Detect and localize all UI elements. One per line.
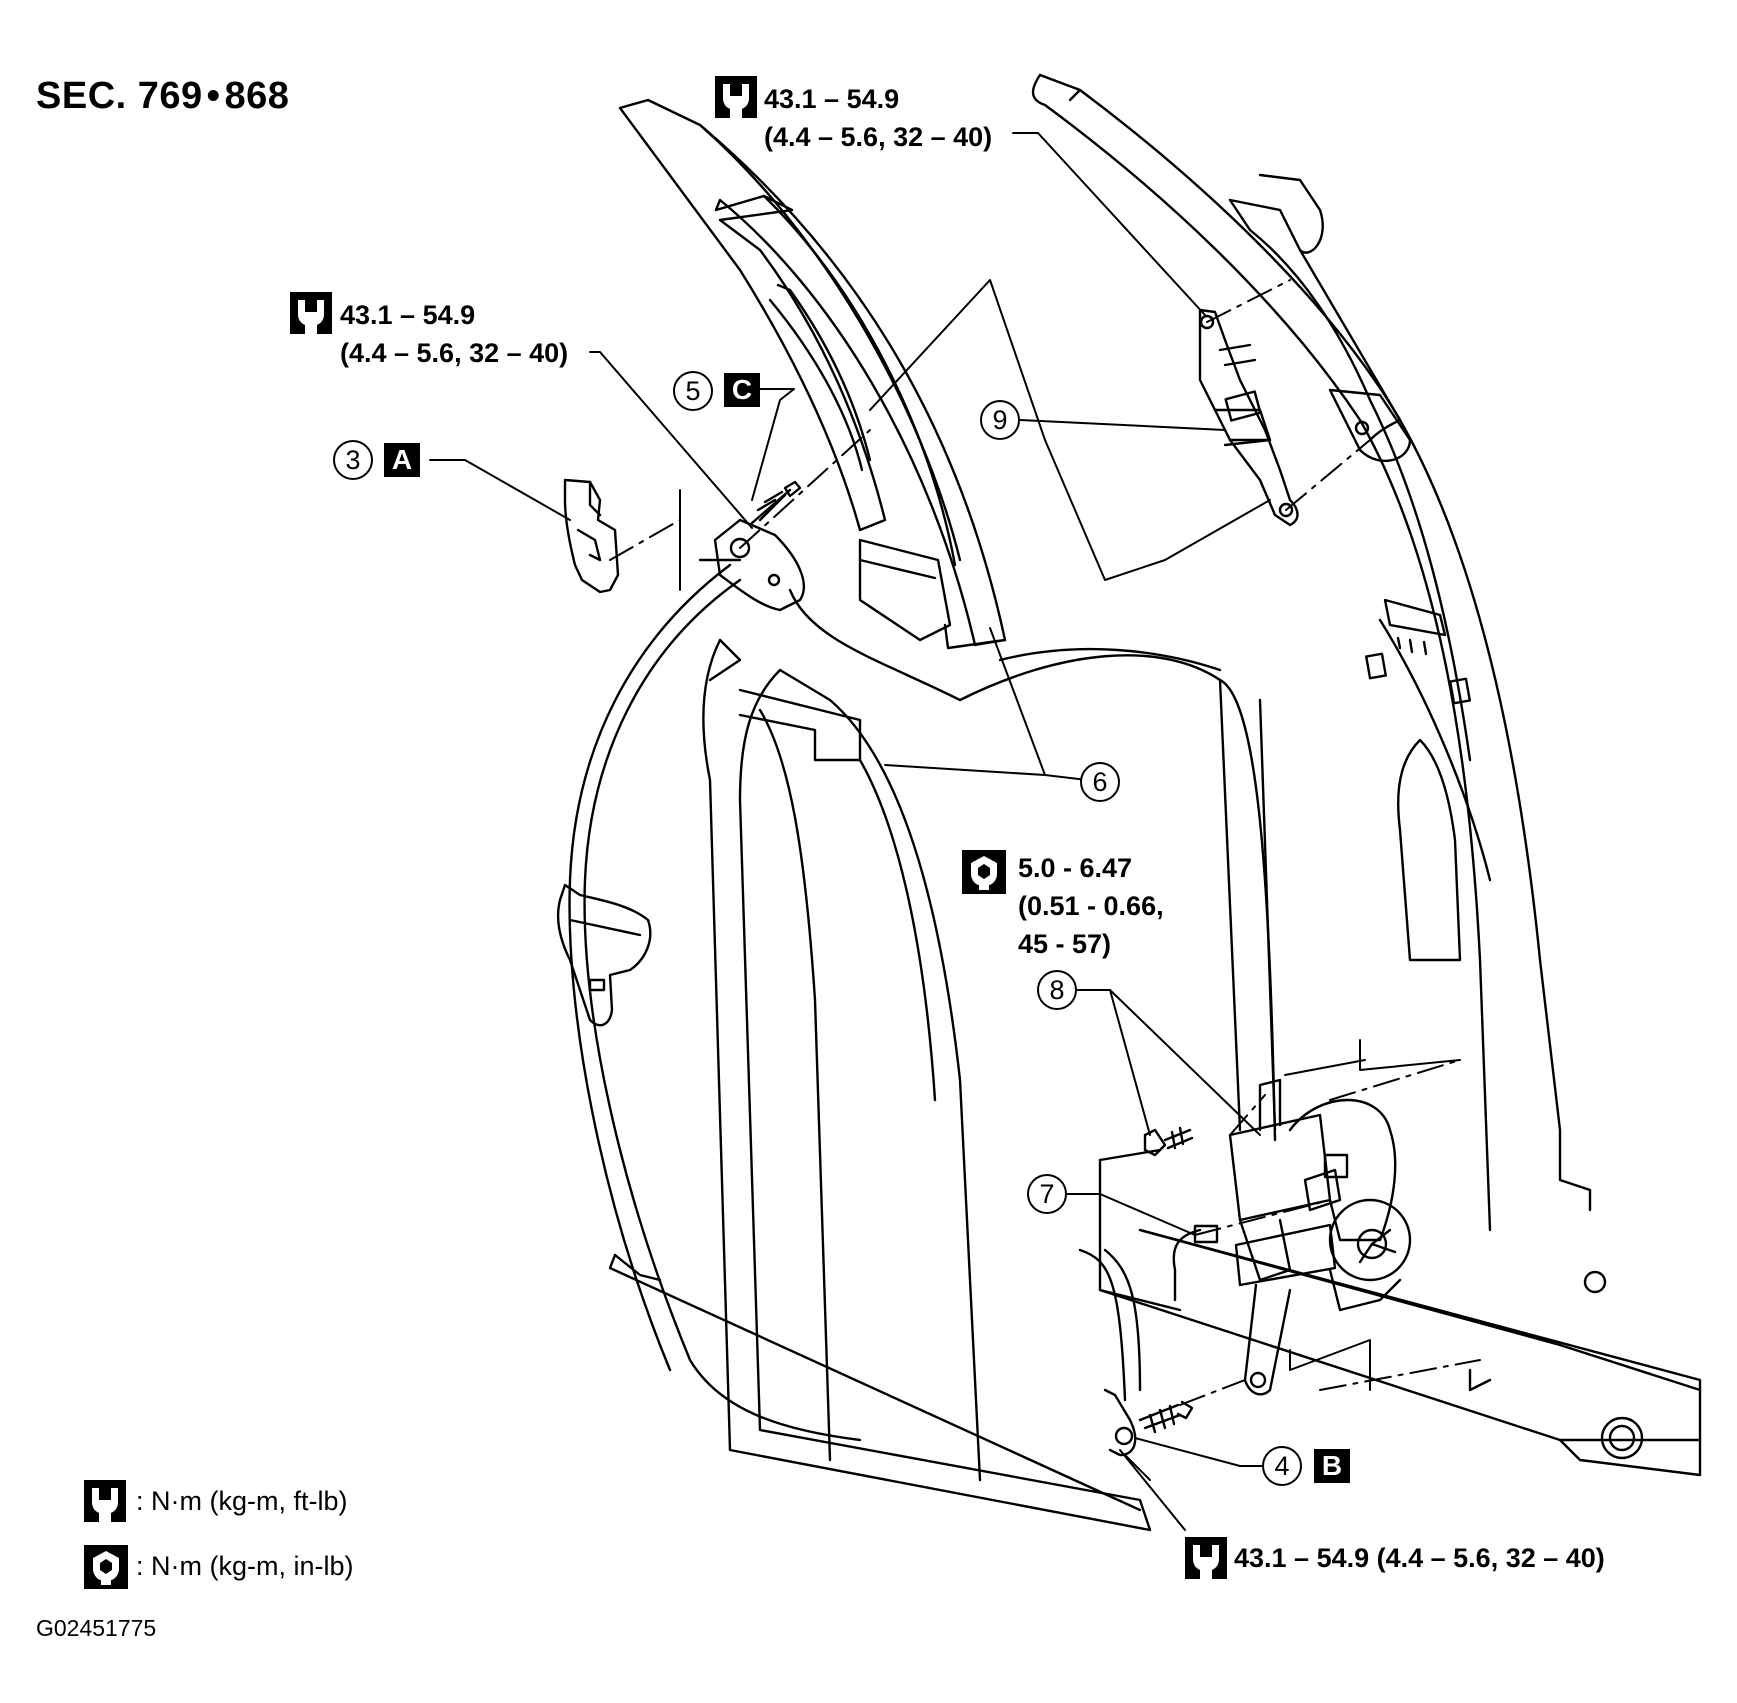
legend-in-lb: : N·m (kg-m, in-lb) [136,1551,354,1581]
seat-belt-webbing [568,563,1277,1442]
retractor [1172,1078,1412,1396]
height-adjuster [1198,308,1299,527]
callout-9: 9 [980,400,1020,440]
torque-retractor-line1: 5.0 - 6.47 [1018,853,1133,883]
side-sill [1098,1148,1702,1477]
torque-upper-left-line2: (4.4 – 5.6, 32 – 40) [340,338,569,368]
torque-top-right: 43.1 – 54.9 (4.4 – 5.6, 32 – 40) [764,80,992,156]
section-number-a: SEC. 769 [36,75,203,117]
section-bullet: • [206,75,221,117]
torque-wrench-icon [290,292,332,334]
torque-wrench-icon [715,76,757,118]
lower-anchor [1103,1388,1194,1457]
torque-wrench-icon [1185,1537,1227,1579]
callout-5-tag: C [724,373,760,407]
figure-code: G02451775 [36,1615,157,1641]
torque-hex-icon [84,1545,128,1589]
torque-top-right-line1: 43.1 – 54.9 [764,84,900,114]
callout-3-tag: A [384,443,420,477]
body-side-panel [1031,73,1592,1232]
callout-8: 8 [1037,970,1077,1010]
torque-upper-left-line1: 43.1 – 54.9 [340,300,476,330]
callout-5: 5 [673,371,713,411]
callout-7: 7 [1027,1174,1067,1214]
legend-ft-lb: : N·m (kg-m, ft-lb) [136,1486,348,1516]
anchor-cover [563,478,620,594]
retractor-bolt [1143,1126,1194,1157]
leader-lines [429,132,1263,1531]
tongue-plate [556,883,652,1027]
torque-retractor-line2: (0.51 - 0.66, [1018,891,1164,921]
torque-retractor: 5.0 - 6.47 (0.51 - 0.66, 45 - 57) [1018,849,1164,963]
section-number-b: 868 [224,75,290,117]
torque-wrench-icon [84,1480,126,1522]
torque-top-right-line2: (4.4 – 5.6, 32 – 40) [764,122,993,152]
upper-anchor [698,480,805,612]
pillar-trim-lower [608,638,1152,1532]
assembly-zigzags [679,279,1461,1391]
torque-retractor-line3: 45 - 57) [1018,929,1112,959]
callout-4: 4 [1262,1446,1302,1486]
torque-upper-left: 43.1 – 54.9 (4.4 – 5.6, 32 – 40) [340,296,568,372]
torque-bottom-line1: 43.1 – 54.9 (4.4 – 5.6, 32 – 40) [1234,1543,1605,1573]
section-label: SEC. 769•868 [36,75,289,118]
assembly-lines [609,279,1481,1406]
torque-hex-icon [962,850,1006,894]
pillar-trim-upper [618,98,1007,650]
callout-3: 3 [333,440,373,480]
torque-bottom: 43.1 – 54.9 (4.4 – 5.6, 32 – 40) [1234,1539,1605,1577]
callout-4-tag: B [1314,1449,1350,1483]
callout-6: 6 [1080,762,1120,802]
